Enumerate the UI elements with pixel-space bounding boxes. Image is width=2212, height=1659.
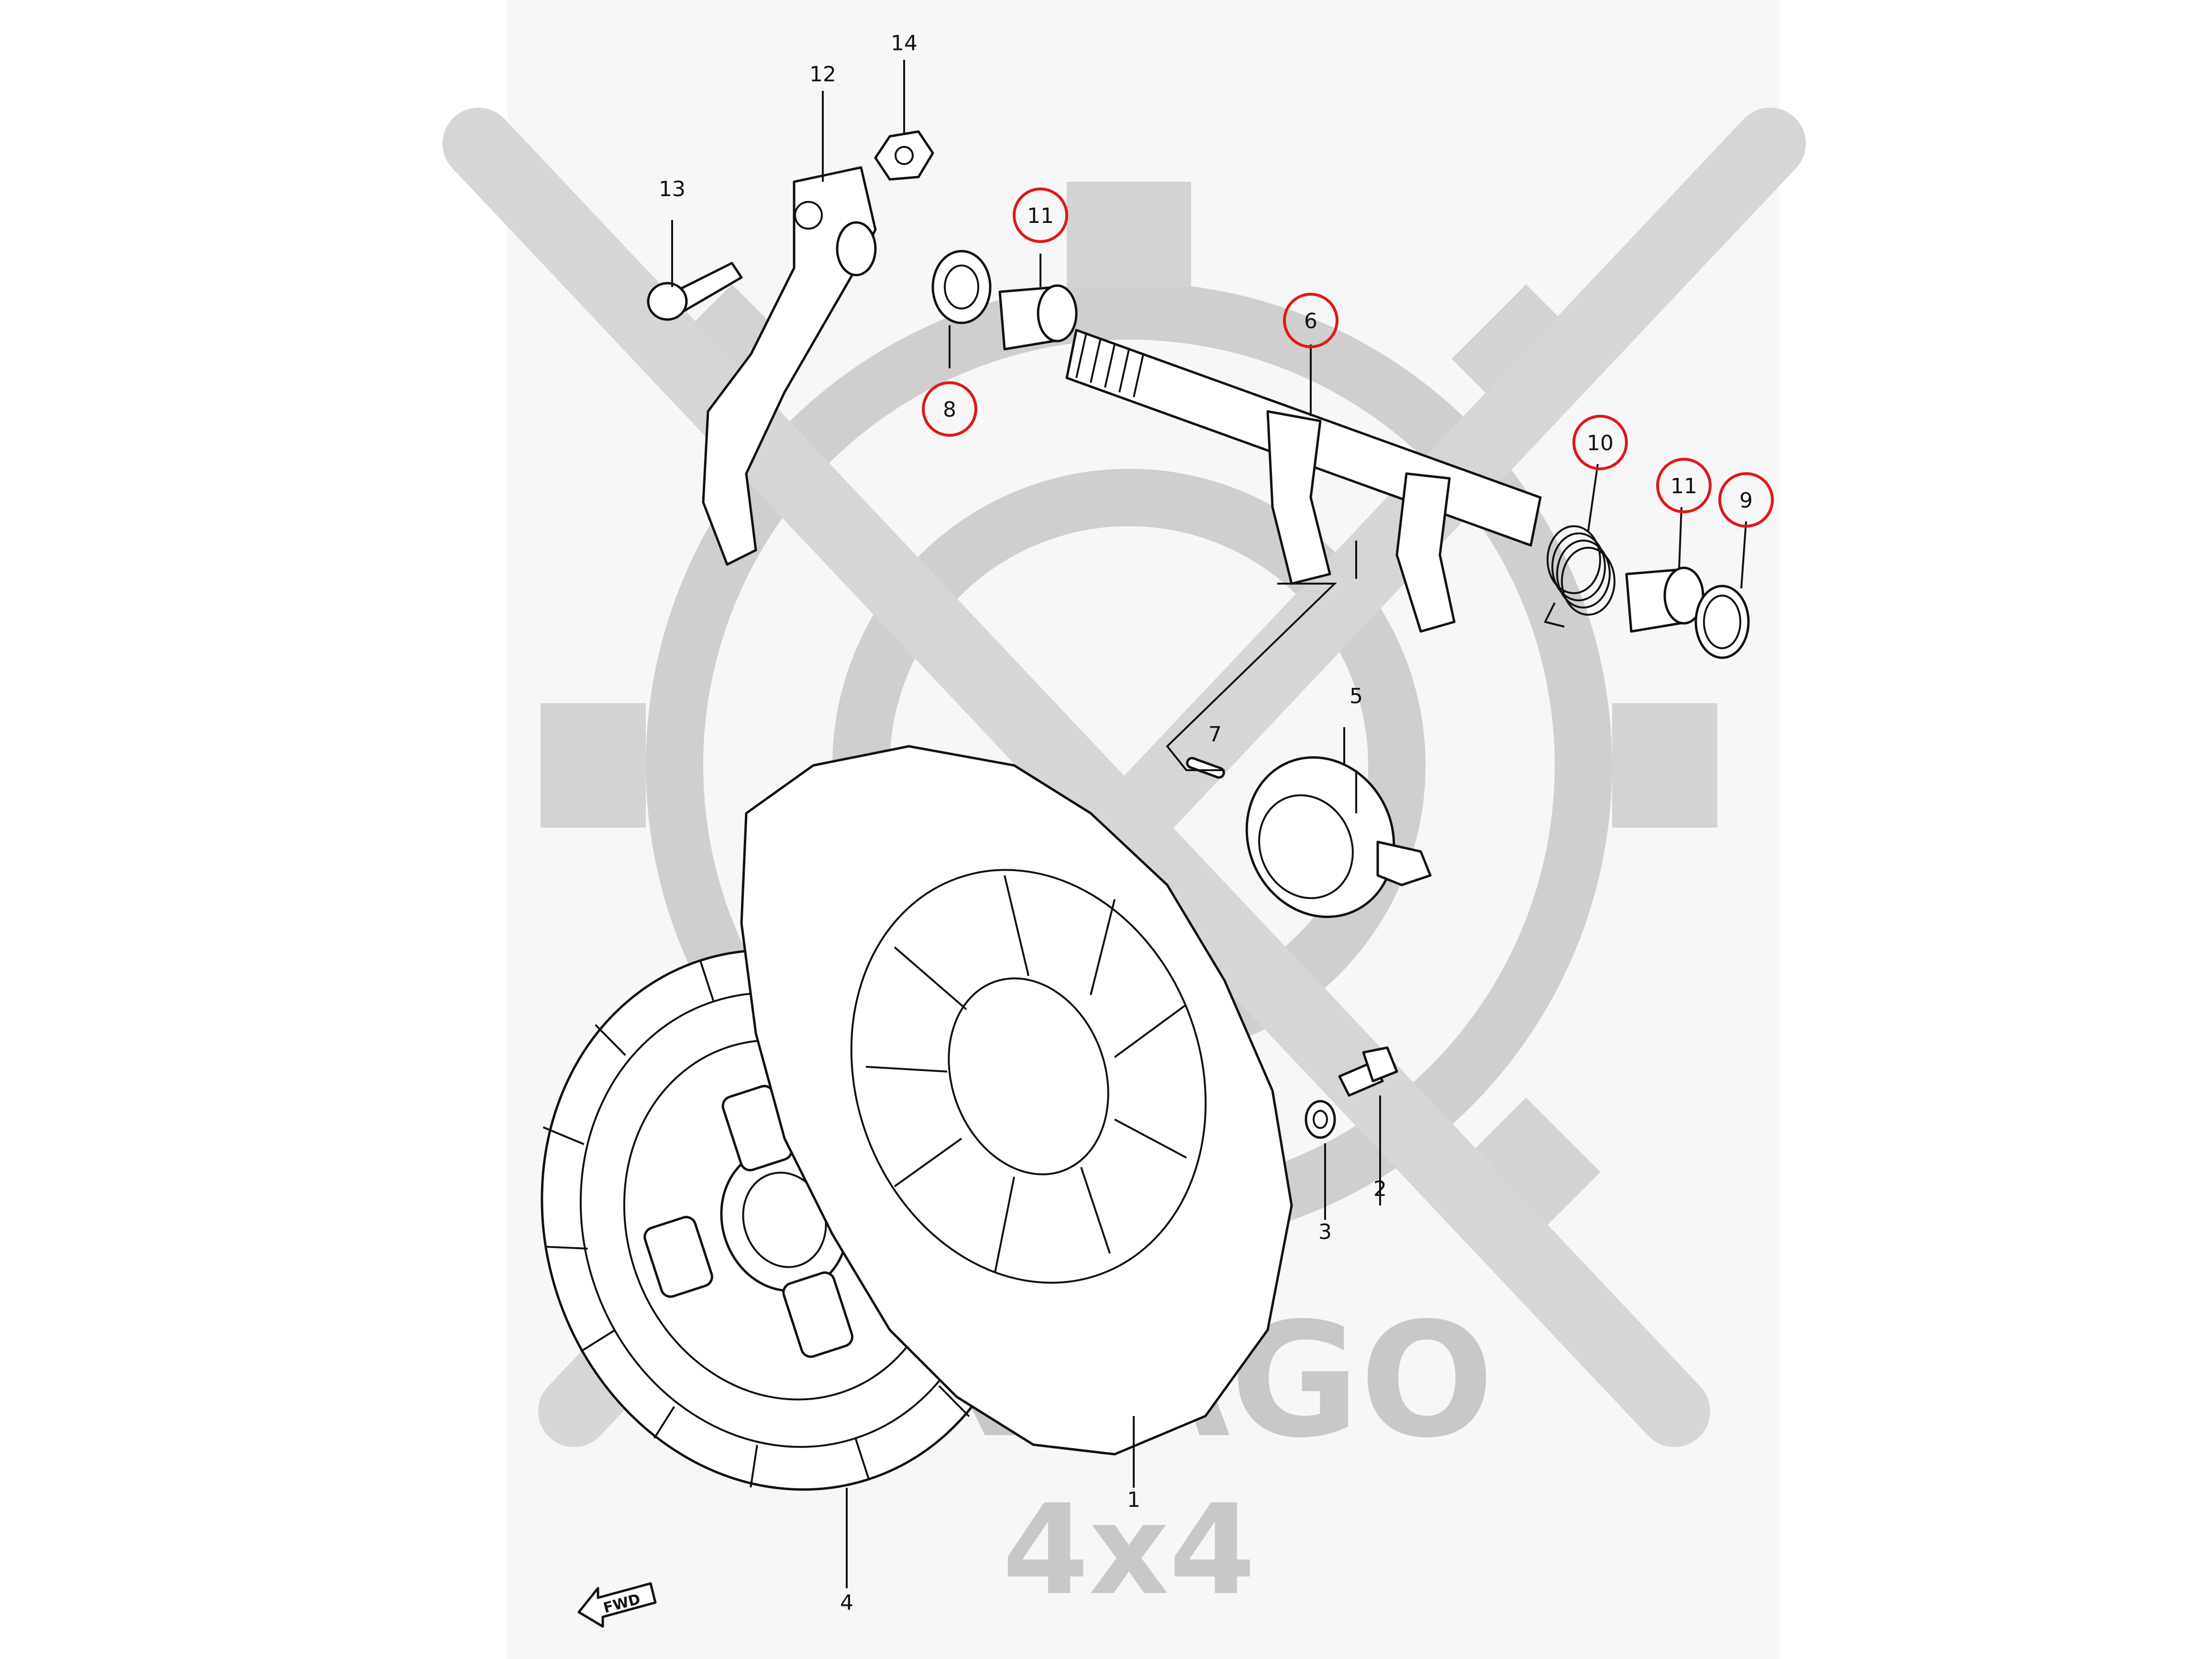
bolt-2	[1338, 1046, 1398, 1097]
bolt-13	[647, 262, 743, 321]
svg-text:10: 10	[1587, 431, 1614, 455]
callout-12: 12	[809, 62, 836, 87]
svg-text:8: 8	[943, 398, 956, 422]
callout-11-left: 11	[1013, 188, 1068, 243]
leader-lines	[671, 60, 1747, 1588]
bushing-left	[998, 284, 1078, 351]
pressure-plate-cover	[740, 745, 1293, 1456]
svg-text:6: 6	[1304, 309, 1317, 333]
callout-8: 8	[922, 381, 977, 437]
watermark-sub: 4x4	[1002, 1478, 1256, 1623]
callout-2: 2	[1373, 1177, 1387, 1201]
callouts: 12 13 14 5 7 2 3 1 4	[659, 31, 1387, 1615]
fork-arm-b	[1395, 472, 1456, 633]
highlighted-callouts: 11 6 8 10 11 9	[922, 188, 1774, 528]
callout-4: 4	[840, 1591, 853, 1615]
pin	[1186, 757, 1225, 779]
nut-14	[874, 130, 934, 181]
svg-text:9: 9	[1739, 488, 1753, 513]
diaphragm-spring-fingers	[865, 875, 1187, 1273]
callout-14: 14	[891, 31, 918, 55]
bushing-right	[1625, 566, 1704, 633]
callout-5: 5	[1349, 684, 1363, 708]
return-spring	[1544, 525, 1615, 628]
svg-text:11: 11	[1670, 474, 1697, 498]
callout-6: 6	[1283, 293, 1338, 348]
callout-1: 1	[1127, 1488, 1140, 1512]
callout-7: 7	[1208, 722, 1222, 747]
callout-13: 13	[659, 177, 686, 201]
release-lever	[702, 166, 877, 566]
washer-3	[1305, 1100, 1336, 1139]
svg-text:11: 11	[1027, 204, 1054, 228]
callout-3: 3	[1318, 1220, 1332, 1244]
shaft-splines	[1075, 334, 1144, 398]
callout-10: 10	[1572, 415, 1628, 470]
fork-arm-a	[1266, 410, 1331, 585]
seal-right	[1694, 585, 1750, 659]
callout-11-right: 11	[1656, 458, 1712, 513]
callout-9: 9	[1718, 472, 1774, 528]
oil-seal-left	[931, 250, 992, 324]
release-fork-shaft	[1065, 329, 1542, 633]
